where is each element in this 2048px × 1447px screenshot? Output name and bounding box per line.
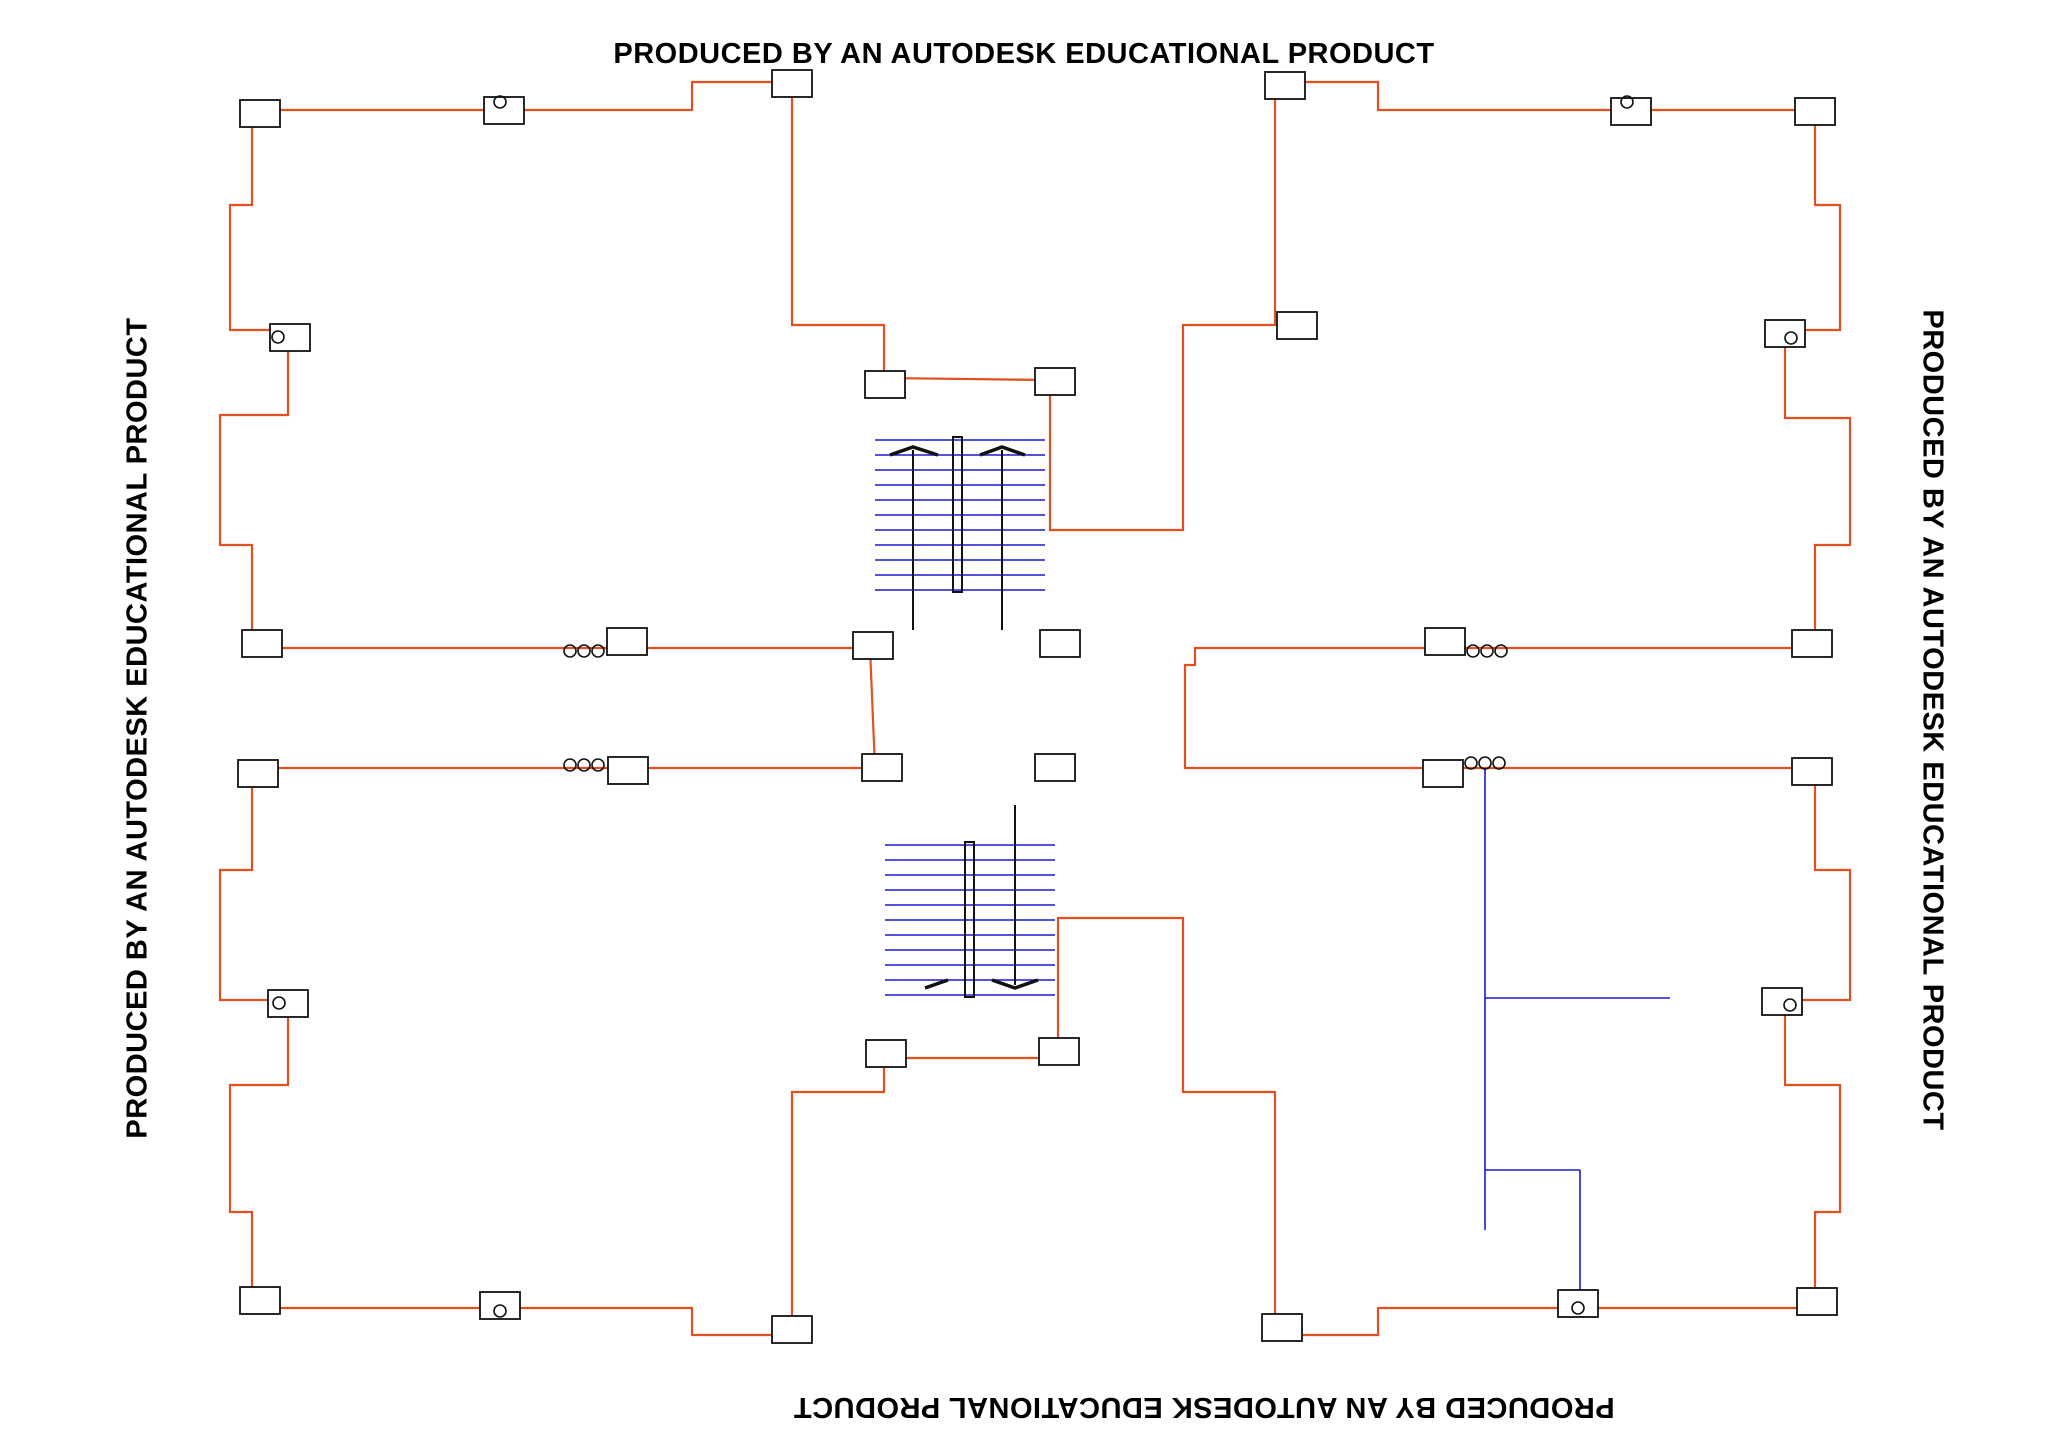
column xyxy=(267,989,309,1018)
column xyxy=(239,1286,281,1315)
light-point xyxy=(1783,998,1797,1012)
switch-point xyxy=(563,644,577,658)
switch-point xyxy=(591,644,605,658)
wire-top-left-perimeter xyxy=(218,80,877,769)
column xyxy=(269,323,311,352)
staircase-upper xyxy=(875,436,1045,630)
wire-top-left-outer xyxy=(790,82,1293,532)
column xyxy=(1034,367,1076,396)
column xyxy=(1261,1313,1303,1342)
light-point xyxy=(272,996,286,1010)
light-point xyxy=(1784,331,1798,345)
wiring-layer xyxy=(218,80,1852,1337)
column xyxy=(864,370,906,399)
wire-bottom-left-perimeter xyxy=(218,766,1277,1337)
switch-point xyxy=(1478,756,1492,770)
column xyxy=(1796,1287,1838,1316)
switch-point xyxy=(577,758,591,772)
switch-point xyxy=(1466,644,1480,658)
column xyxy=(483,96,525,125)
column xyxy=(606,627,648,656)
column xyxy=(865,1039,907,1068)
column xyxy=(1610,97,1652,126)
column xyxy=(1764,319,1806,348)
stair-arrow-head xyxy=(924,978,949,990)
column xyxy=(771,69,813,98)
columns-layer xyxy=(237,69,1838,1344)
light-point xyxy=(493,95,507,109)
column xyxy=(1794,97,1836,126)
stair-handrail xyxy=(964,841,975,998)
stair-arrow-head xyxy=(889,445,939,457)
switch-point xyxy=(563,758,577,772)
stair-arrow-head xyxy=(991,978,1039,990)
column xyxy=(852,631,894,660)
light-point xyxy=(271,330,285,344)
column xyxy=(1422,759,1464,788)
branch-circuit xyxy=(1484,768,1670,1310)
column xyxy=(1791,757,1833,786)
column xyxy=(1039,629,1081,658)
light-point xyxy=(1571,1301,1585,1315)
column xyxy=(237,759,279,788)
switch-point xyxy=(591,758,605,772)
column xyxy=(607,756,649,785)
column xyxy=(771,1315,813,1344)
stair-arrow-head xyxy=(979,445,1026,457)
fixtures-layer xyxy=(271,95,1798,1318)
switch-point xyxy=(1464,756,1478,770)
staircase-lower xyxy=(885,805,1055,998)
watermark-top: PRODUCED BY AN AUTODESK EDUCATIONAL PROD… xyxy=(613,38,1435,70)
switch-point xyxy=(1492,756,1506,770)
light-point xyxy=(1620,95,1634,109)
wire-top-right-perimeter xyxy=(1183,80,1852,1337)
column xyxy=(241,629,283,658)
switch-point xyxy=(1480,644,1494,658)
column xyxy=(1276,311,1318,340)
column xyxy=(239,99,281,128)
column xyxy=(1761,987,1803,1016)
switch-point xyxy=(577,644,591,658)
column xyxy=(1424,627,1466,656)
column xyxy=(1038,1037,1080,1066)
column xyxy=(1264,71,1306,100)
column xyxy=(1034,753,1076,782)
stair-handrail xyxy=(952,436,963,593)
column xyxy=(861,753,903,782)
column xyxy=(1557,1289,1599,1318)
light-point xyxy=(493,1304,507,1318)
switch-point xyxy=(1494,644,1508,658)
column xyxy=(1791,629,1833,658)
